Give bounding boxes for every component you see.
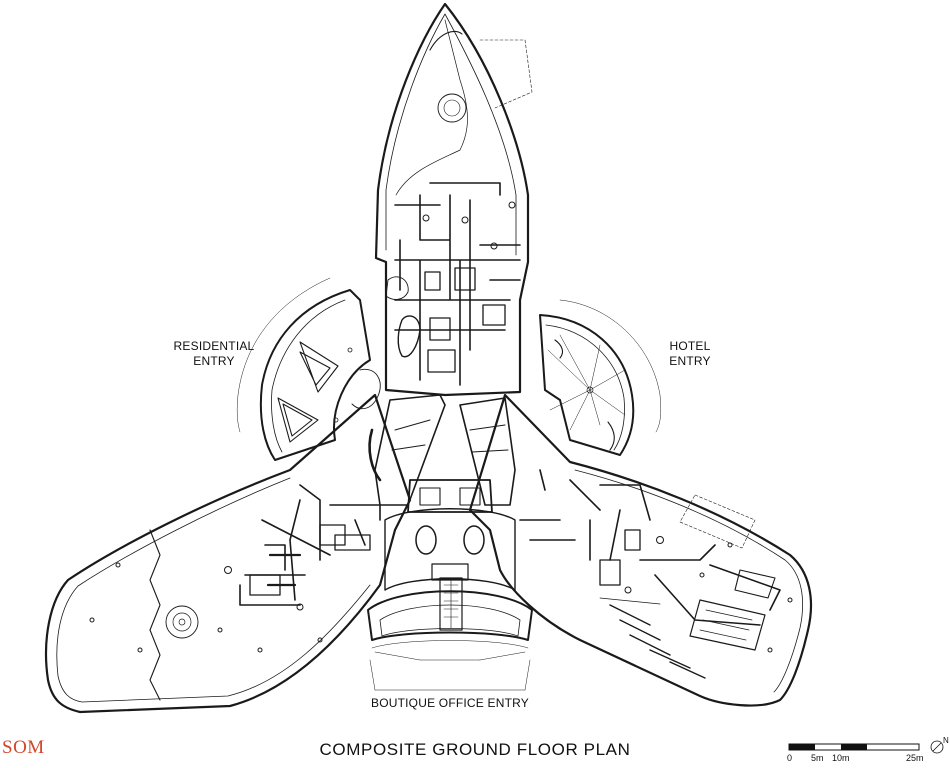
hotel-entry-label: HOTEL ENTRY <box>650 339 730 369</box>
hotel-entry-line-2: ENTRY <box>669 354 711 368</box>
hotel-entry-drum <box>539 299 662 456</box>
southwest-wing <box>44 393 412 714</box>
north-wing <box>374 2 533 397</box>
residential-entry-line-2: ENTRY <box>193 354 235 368</box>
som-logo: SOM <box>2 737 45 758</box>
boutique-office-entry-label: BOUTIQUE OFFICE ENTRY <box>350 696 550 711</box>
south-office-zone <box>367 508 533 691</box>
scale-tick-5m: 5m <box>811 753 824 763</box>
southeast-wing <box>468 393 813 707</box>
scale-tick-10m: 10m <box>832 753 850 763</box>
residential-entry-label: RESIDENTIAL ENTRY <box>164 339 264 369</box>
hotel-entry-line-1: HOTEL <box>669 339 711 353</box>
north-label: N <box>943 736 949 745</box>
boutique-office-entry-text: BOUTIQUE OFFICE ENTRY <box>371 696 529 710</box>
residential-entry-line-1: RESIDENTIAL <box>173 339 255 353</box>
north-arrow-icon <box>930 740 944 754</box>
scale-bar <box>788 743 920 751</box>
central-core <box>368 394 516 513</box>
drawing-title: COMPOSITE GROUND FLOOR PLAN <box>319 740 631 759</box>
scale-tick-25m: 25m <box>906 753 924 763</box>
residential-entry-drum <box>236 277 381 461</box>
scale-tick-0: 0 <box>787 753 793 763</box>
